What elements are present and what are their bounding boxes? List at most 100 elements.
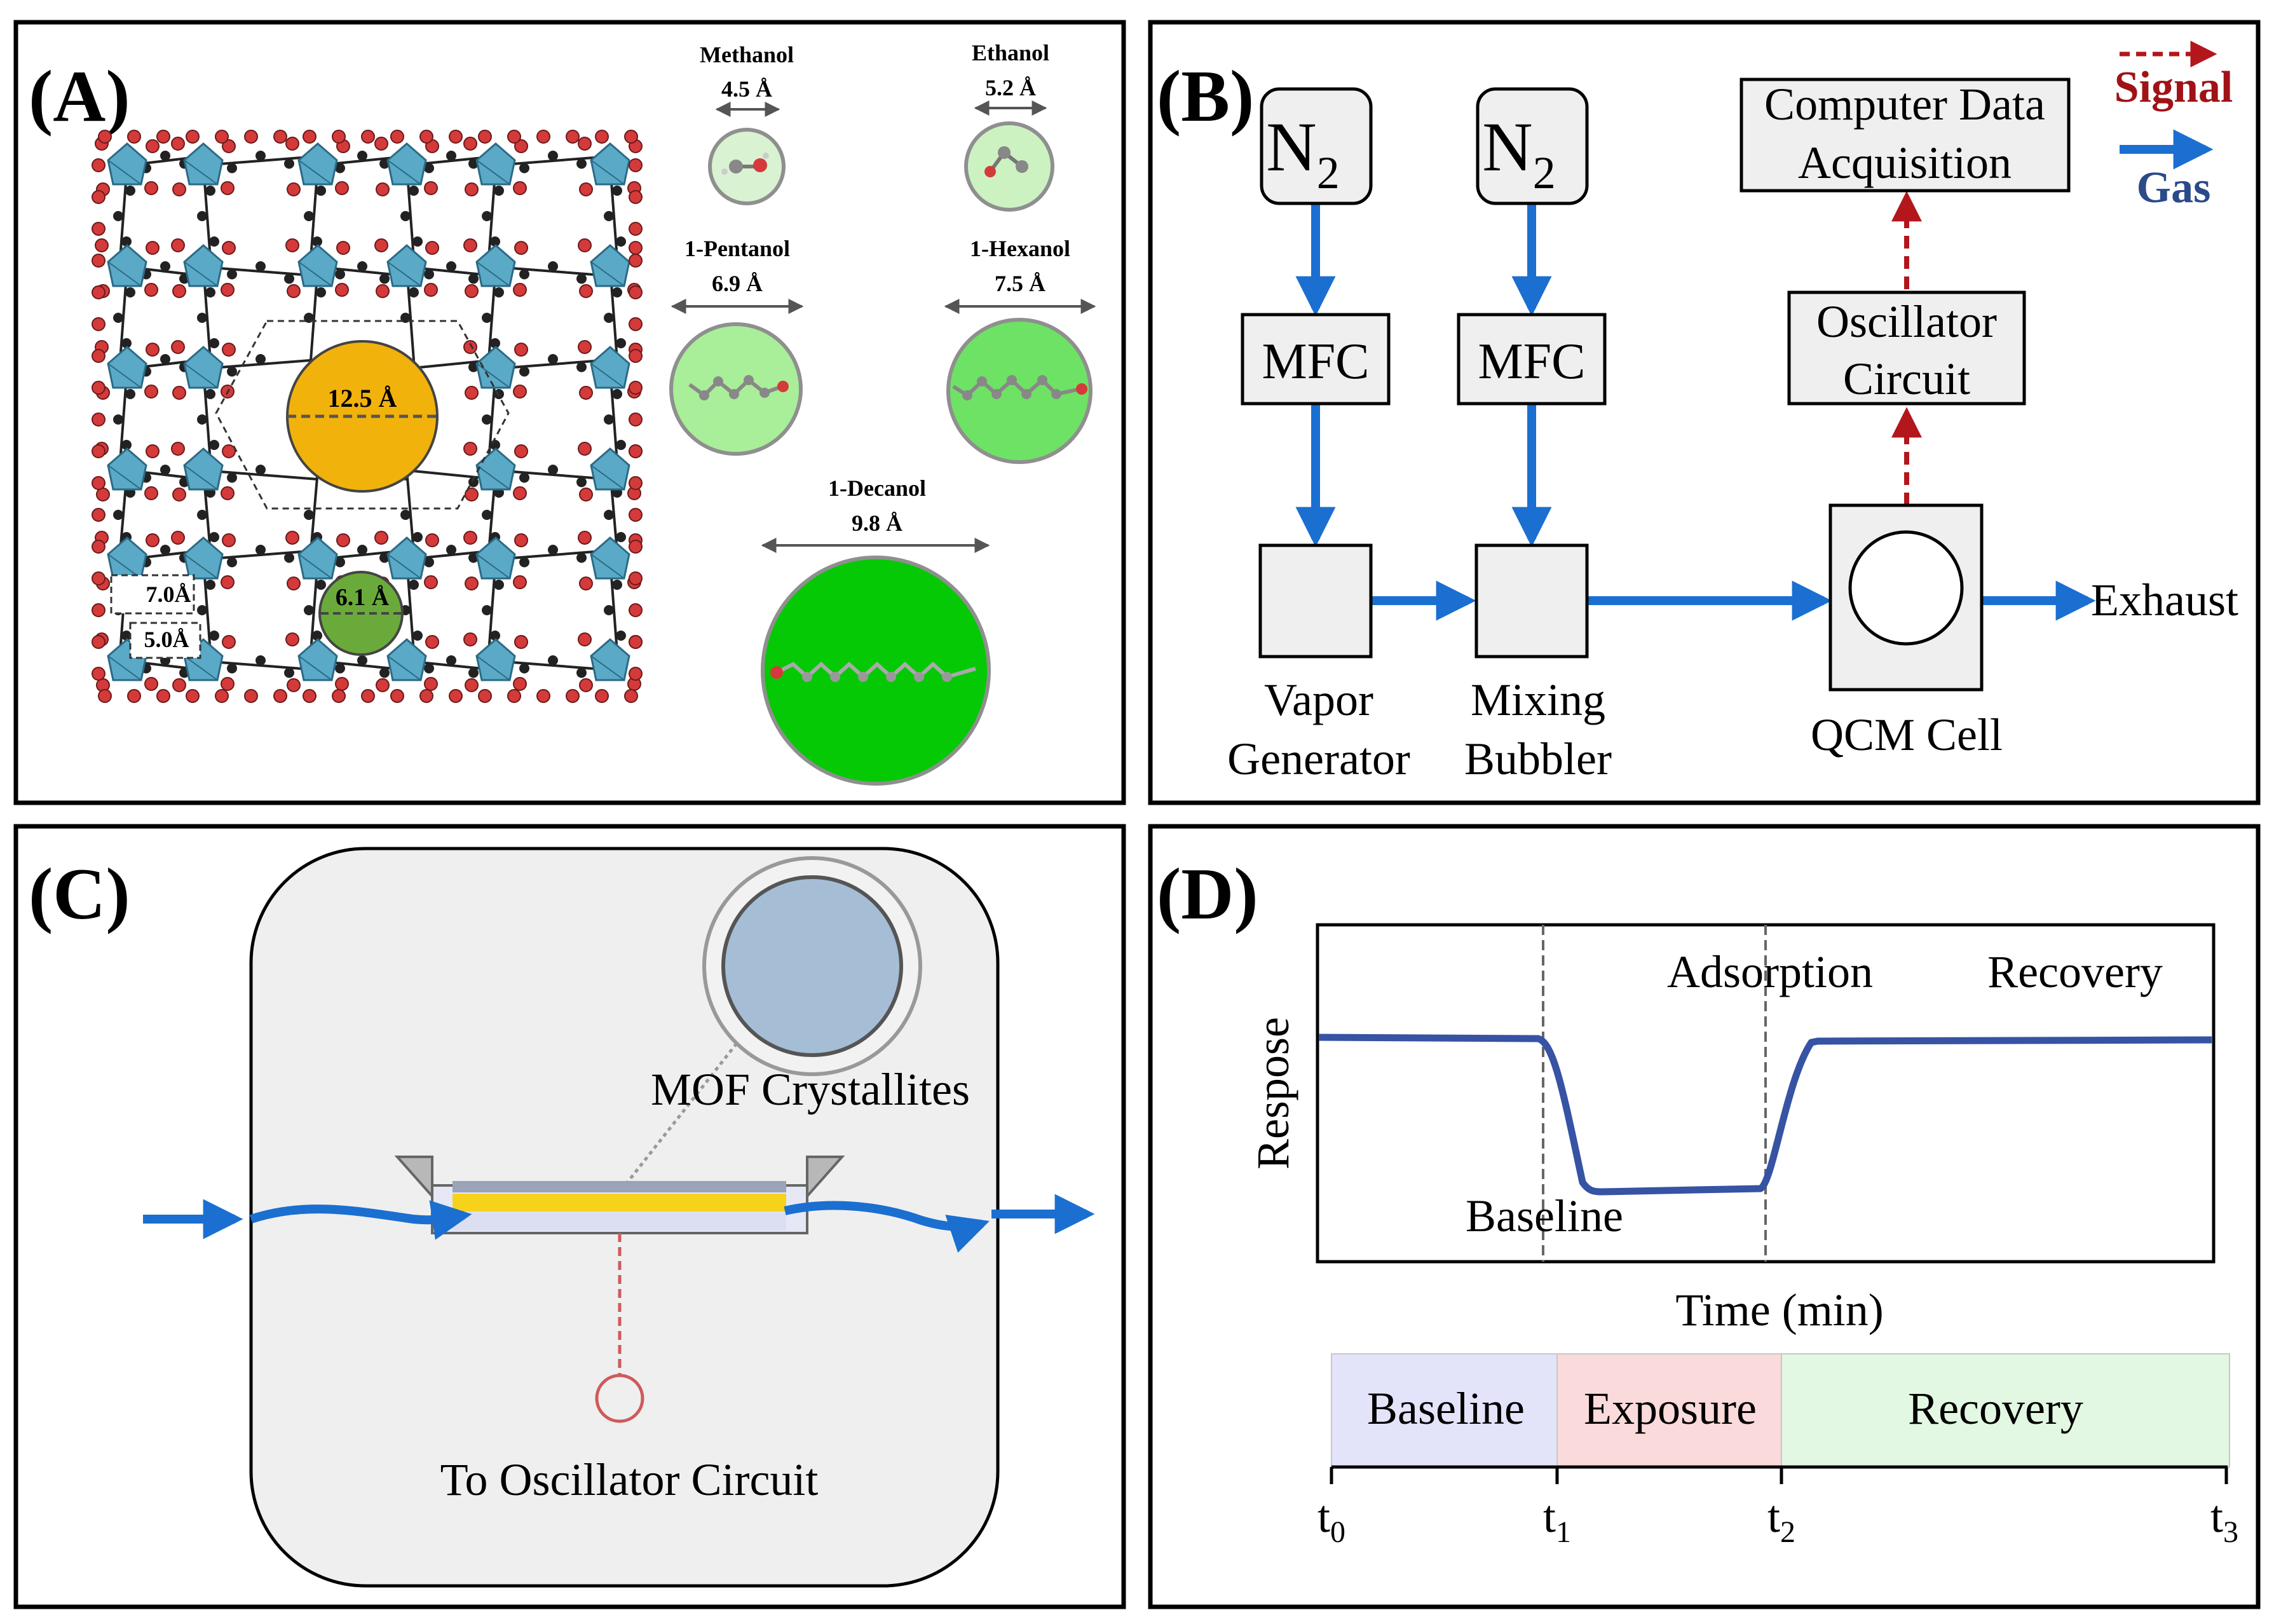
panel-a-label: (A): [29, 56, 130, 137]
carbon-atom: [482, 414, 492, 425]
oxygen-atom: [172, 182, 186, 196]
carbon-atom: [160, 261, 170, 271]
carbon-atom: [519, 472, 529, 483]
oxygen-atom: [465, 386, 479, 400]
oxygen-atom: [172, 488, 186, 502]
panel-c: (C) MOF Crystallites To Oscillator Circu…: [13, 824, 1126, 1609]
oxygen-atom: [171, 238, 185, 252]
mof-crystallites-label: MOF Crystallites: [651, 1064, 970, 1115]
oxygen-atom: [92, 317, 106, 331]
oxygen-atom: [273, 689, 287, 703]
oxygen-atom: [465, 182, 479, 196]
oxygen-atom: [285, 238, 299, 252]
carbon-atom: [205, 389, 215, 399]
carbon-atom: [357, 545, 367, 555]
carbon-atom: [255, 354, 266, 364]
carbon-atom: [409, 287, 419, 297]
carbon-atom: [255, 545, 266, 555]
oxygen-atom: [425, 533, 439, 547]
molecule-model: [984, 146, 1028, 177]
adsorption-label: Adsorption: [1667, 946, 1873, 997]
cluster-edge: [387, 554, 421, 579]
oxygen-atom: [303, 689, 317, 703]
oxygen-atom: [98, 130, 112, 144]
metal-cluster: [590, 142, 630, 186]
carbon-atom: [616, 631, 626, 641]
carbon-atom: [519, 366, 529, 377]
oxygen-atom: [578, 632, 592, 646]
oxygen-atom: [629, 317, 643, 331]
metal-cluster: [590, 447, 630, 491]
n2-source-left: N2: [1260, 87, 1373, 205]
response-curve: [1318, 1034, 2212, 1196]
oxygen-atom: [146, 343, 160, 357]
oxygen-atom: [127, 130, 141, 144]
cluster-edge: [590, 554, 625, 579]
carbon-atom: [304, 605, 314, 615]
vapor-generator: Vapor Generator: [1227, 543, 1410, 784]
oxygen-atom: [566, 689, 580, 703]
carbon-atom: [424, 663, 434, 674]
cluster-edge: [387, 261, 421, 287]
oxygen-atom: [222, 533, 236, 547]
oxygen-atom: [222, 444, 236, 458]
mfc-label: MFC: [1262, 334, 1370, 390]
oxygen-atom: [303, 130, 317, 144]
carbon-atom: [357, 151, 367, 161]
phase-exposure: [1556, 1353, 1782, 1468]
oxygen-atom: [376, 678, 390, 692]
carbon-atom: [113, 510, 123, 520]
cluster-edge: [590, 261, 625, 287]
carbon-atom: [468, 667, 479, 678]
cluster-edge: [298, 160, 332, 185]
oxygen-atom: [361, 130, 375, 144]
oxygen-atom: [465, 284, 479, 298]
carbon-atom: [576, 273, 587, 284]
cluster-edge: [107, 160, 142, 185]
metal-cluster: [297, 536, 338, 580]
carbon-atom: [205, 287, 215, 297]
phase-label-exposure: Exposure: [1584, 1383, 1757, 1434]
oxygen-atom: [171, 531, 185, 545]
oxygen-atom: [171, 137, 185, 151]
carbon-atom: [400, 211, 411, 221]
molecule-name: 1-Hexanol: [970, 236, 1070, 261]
carbon-atom: [113, 313, 123, 323]
computer-data-acquisition: Computer Data Acquisition: [1740, 78, 2071, 193]
oxygen-atom: [513, 486, 527, 500]
carbon-atom: [284, 273, 294, 284]
cluster-edge: [298, 554, 332, 579]
carbon-atom: [227, 269, 237, 280]
carbon-atom: [576, 552, 587, 563]
metal-cluster: [107, 142, 147, 186]
oxygen-atom: [146, 139, 160, 153]
oxygen-atom: [513, 283, 527, 297]
svg-text:N2: N2: [1266, 108, 1339, 198]
cluster-edge: [590, 465, 625, 490]
carbon-atom: [121, 236, 132, 247]
metal-cluster: [297, 638, 338, 681]
qcm-crystal: [1848, 530, 1964, 646]
panel-a: (A) 12.5 Å 6.1 Å 7.0Å 5.0Å Methanol 4.5 …: [13, 20, 1126, 805]
metal-cluster: [386, 142, 427, 186]
mixing-bubbler: Mixing Bubbler: [1464, 543, 1612, 784]
metal-cluster: [590, 346, 630, 389]
carbon-atom: [209, 631, 219, 641]
oxygen-atom: [514, 444, 528, 458]
oxygen-atom: [578, 531, 592, 545]
carbon-atom: [576, 477, 587, 488]
oxygen-atom: [424, 181, 438, 195]
carbon-atom: [209, 440, 219, 450]
oxygen-atom: [514, 635, 528, 649]
carbon-atom: [335, 269, 345, 280]
carbon-atom: [604, 605, 614, 615]
carbon-atom: [490, 338, 500, 348]
oxygen-atom: [376, 182, 390, 196]
oxygen-atom: [374, 137, 388, 151]
carbon-atom: [616, 236, 626, 247]
carbon-atom: [576, 362, 587, 372]
mixing-bubbler-label-1: Mixing: [1471, 674, 1605, 725]
oxygen-atom: [92, 540, 106, 554]
molecule-1-decanol: 1-Decanol 9.8 Å: [761, 475, 991, 786]
legend: Signal Gas: [2114, 41, 2233, 212]
